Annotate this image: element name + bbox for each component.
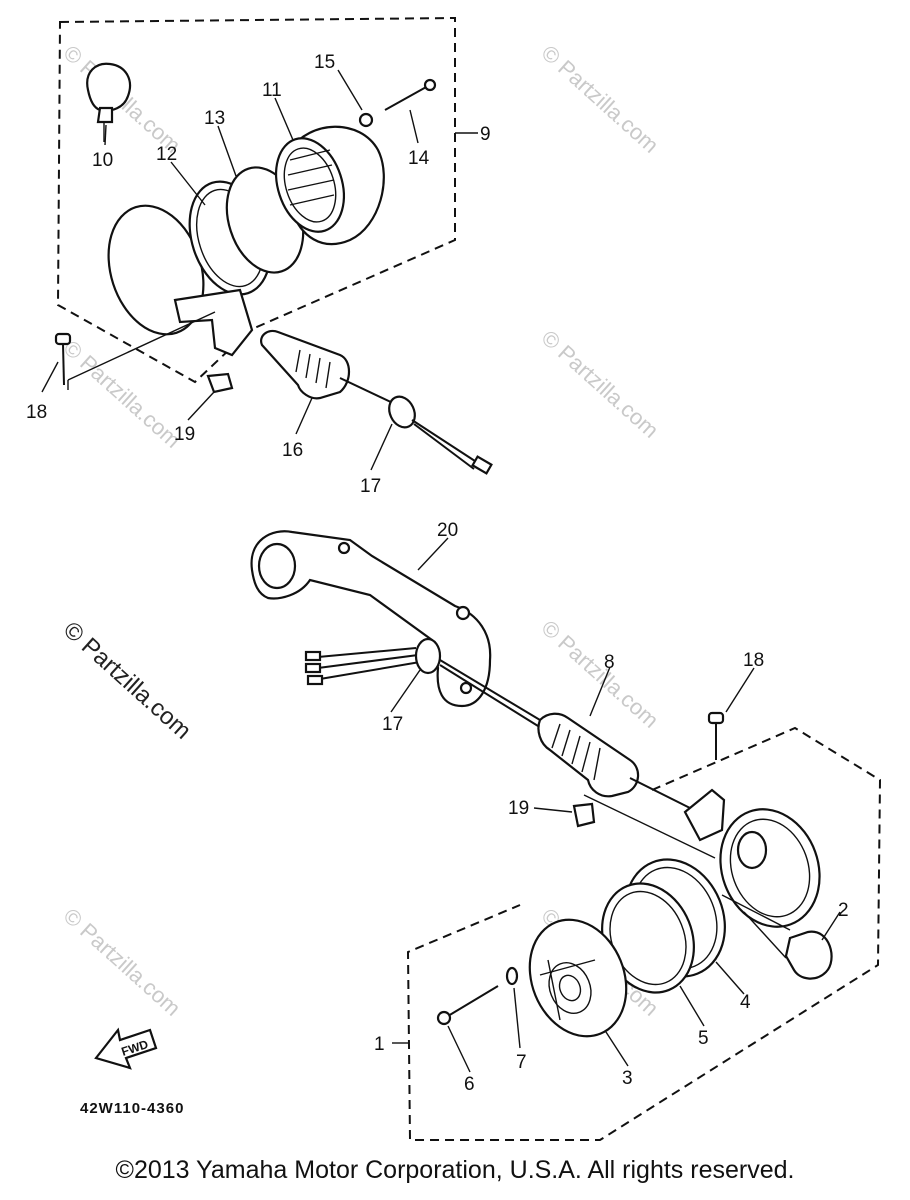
callout-13: 13 — [204, 108, 225, 129]
watermark: © Partzilla.com — [537, 325, 664, 443]
callout-19-upper: 19 — [174, 424, 195, 445]
screw-6 — [436, 985, 499, 1026]
housing-upper — [275, 125, 385, 246]
bulb-lower — [721, 894, 833, 980]
callout-19-lower: 19 — [508, 798, 529, 819]
diagram-code: 42W110-4360 — [80, 1100, 184, 1117]
callout-15: 15 — [314, 52, 335, 73]
callout-20: 20 — [437, 520, 458, 541]
assembly-box-lower — [406, 726, 882, 1141]
callout-18-upper: 18 — [26, 402, 47, 423]
stem-8 — [537, 712, 691, 809]
nut-7 — [505, 966, 519, 986]
callout-16: 16 — [282, 440, 303, 461]
callout-17-middle: 17 — [382, 714, 403, 735]
bolt-18-lower — [707, 711, 725, 760]
nut-19-lower — [572, 802, 596, 828]
watermark-dark: © Partzilla.com — [58, 616, 196, 744]
callout-labels: 10 12 13 11 15 14 9 18 19 16 17 20 17 8 … — [26, 52, 849, 1095]
callout-8: 8 — [604, 652, 615, 673]
lens-3 — [528, 918, 628, 1038]
callout-18-lower: 18 — [743, 650, 764, 671]
callout-7: 7 — [516, 1052, 527, 1073]
bracket-upper — [173, 288, 254, 357]
grommet-17-middle — [414, 637, 442, 675]
callout-17-upper: 17 — [360, 476, 381, 497]
bolt-18-upper — [54, 332, 72, 386]
bracket-20 — [250, 530, 492, 708]
callout-3: 3 — [622, 1068, 633, 1089]
housing-lower — [719, 808, 821, 928]
callout-10: 10 — [92, 150, 113, 171]
screw-14 — [384, 78, 437, 111]
nut-19-upper — [206, 372, 234, 394]
fwd-arrow-icon: FWD — [94, 1027, 158, 1070]
callout-6: 6 — [464, 1074, 475, 1095]
grommet-wire-upper — [388, 395, 493, 475]
leader-lines — [41, 69, 841, 1073]
watermark: © Partzilla.com — [537, 40, 664, 158]
watermark: © Partzilla.com — [59, 335, 186, 453]
wire-harness — [304, 637, 541, 727]
callout-4: 4 — [740, 992, 751, 1013]
callout-2: 2 — [838, 900, 849, 921]
callout-11: 11 — [262, 80, 282, 101]
watermark: © Partzilla.com — [59, 903, 186, 1021]
callout-1: 1 — [374, 1034, 385, 1055]
copyright-notice: ©2013 Yamaha Motor Corporation, U.S.A. A… — [115, 1156, 795, 1184]
callout-12: 12 — [156, 144, 177, 165]
bulb-upper — [86, 62, 132, 142]
callout-5: 5 — [698, 1028, 709, 1049]
bracket-lower — [683, 788, 726, 842]
stem-16 — [260, 329, 396, 405]
nut-15 — [358, 112, 374, 128]
callout-14: 14 — [408, 148, 430, 169]
callout-9: 9 — [480, 124, 491, 145]
